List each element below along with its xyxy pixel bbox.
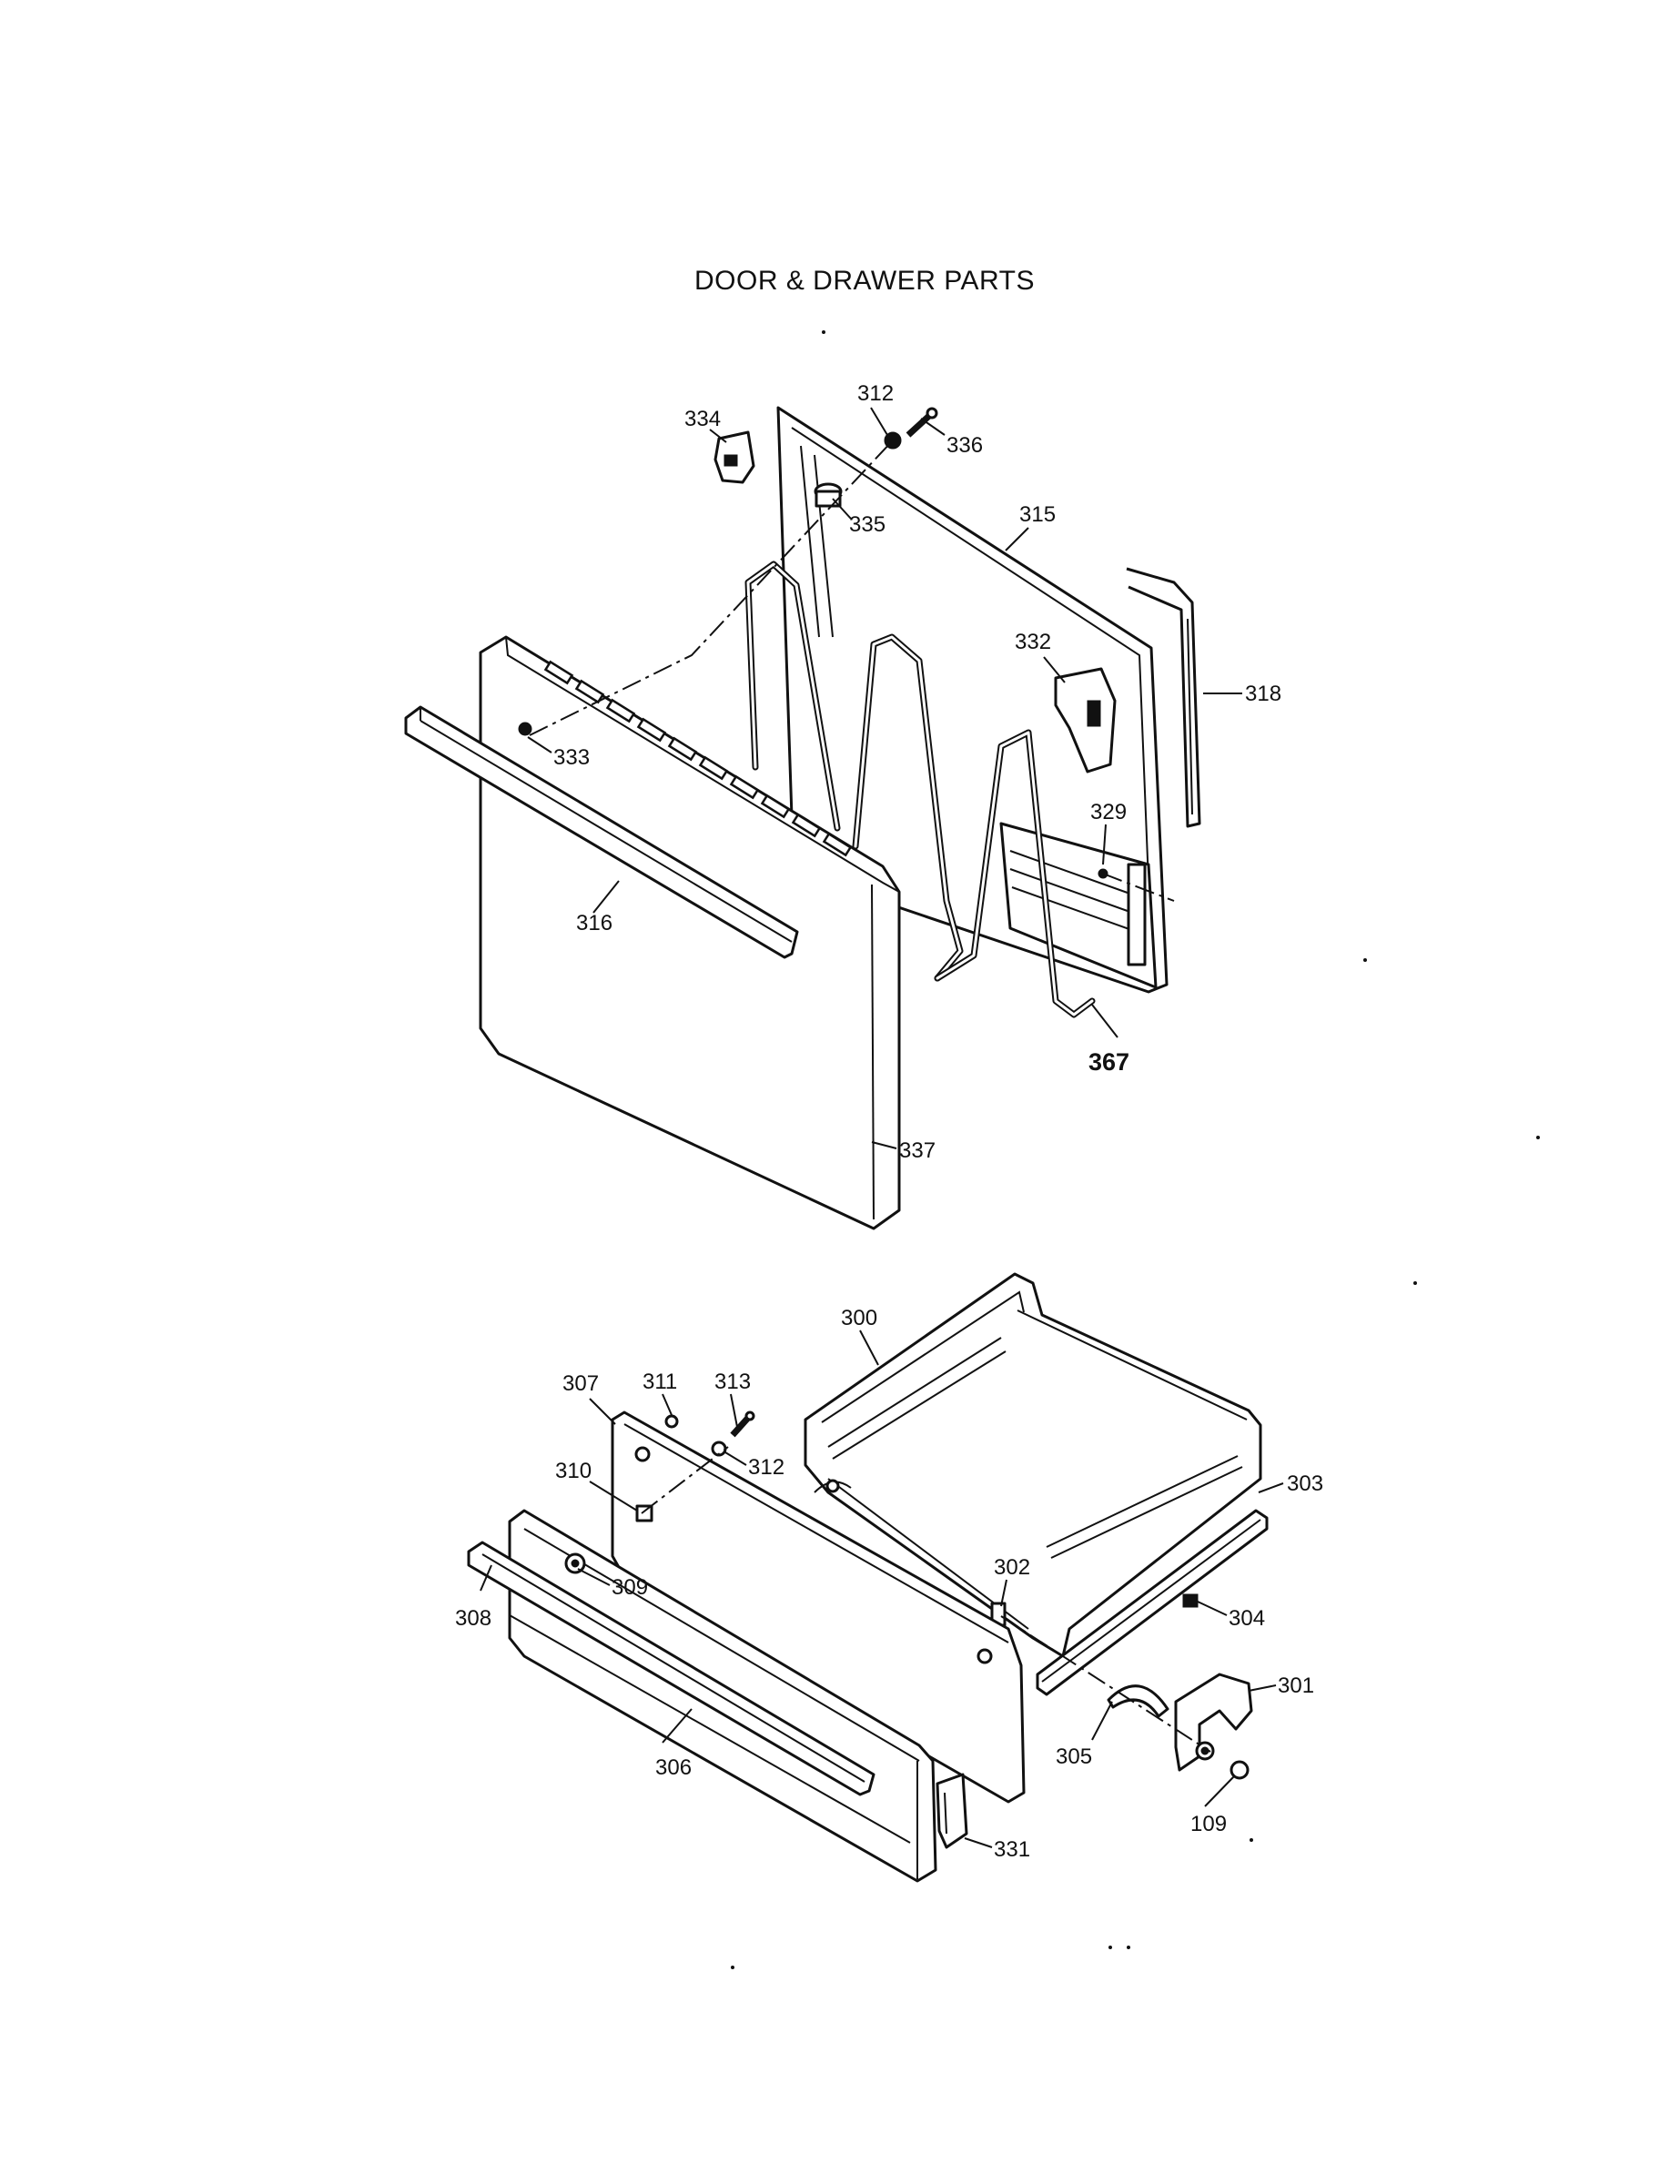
screw-hole-333 (518, 722, 532, 736)
label-329: 329 (1090, 800, 1127, 824)
label-367: 367 (1088, 1048, 1129, 1076)
drawer-handle-308 (467, 1541, 875, 1796)
label-332: 332 (1015, 630, 1051, 654)
label-306: 306 (655, 1755, 692, 1780)
label-316: 316 (576, 911, 612, 935)
part-labels: 334 312 336 335 315 318 332 333 329 316 … (455, 381, 1323, 1862)
label-334: 334 (684, 407, 721, 431)
door-handle-316 (404, 705, 799, 959)
bracket-301 (1174, 1673, 1253, 1772)
nut-109 (1230, 1760, 1250, 1780)
clip-305 (1107, 1684, 1169, 1718)
label-300: 300 (841, 1306, 877, 1330)
label-311: 311 (643, 1370, 677, 1394)
screw-313 (730, 1410, 755, 1438)
label-109: 109 (1190, 1812, 1227, 1836)
label-307: 307 (562, 1371, 599, 1396)
label-333: 333 (553, 745, 590, 770)
label-308: 308 (455, 1606, 491, 1631)
label-304: 304 (1229, 1606, 1265, 1631)
label-312-top: 312 (857, 381, 894, 406)
clip-334 (713, 430, 755, 484)
label-335: 335 (849, 512, 886, 537)
assembly-path-drawer (641, 1446, 729, 1514)
label-310: 310 (555, 1459, 592, 1483)
label-315: 315 (1019, 502, 1056, 527)
label-336: 336 (946, 433, 983, 458)
label-303: 303 (1287, 1471, 1323, 1496)
bracket-331 (936, 1773, 968, 1849)
label-318: 318 (1245, 682, 1281, 706)
label-337: 337 (899, 1138, 936, 1163)
drawer-slide-303 (1036, 1509, 1269, 1696)
label-309: 309 (612, 1575, 648, 1600)
screw-336 (906, 407, 938, 438)
door-gasket-318 (1126, 567, 1201, 828)
spacer-310 (635, 1504, 653, 1522)
label-301: 301 (1278, 1673, 1314, 1698)
bracket-332 (1054, 667, 1117, 774)
assembly-path-301 (1000, 1615, 1211, 1753)
spacer-311 (664, 1414, 679, 1429)
leader-lines (480, 407, 1284, 1848)
label-312-drawer: 312 (748, 1455, 784, 1480)
assembly-path-door (529, 440, 893, 736)
oven-racks-367 (744, 561, 1096, 1018)
label-302: 302 (994, 1555, 1030, 1580)
scan-specks (731, 330, 1540, 1969)
screw-329 (1098, 868, 1108, 879)
label-331: 331 (994, 1837, 1030, 1862)
assembly-path-329 (1102, 873, 1175, 902)
outer-door-337 (479, 635, 901, 1230)
vent-slots (543, 660, 853, 857)
part-304 (1182, 1593, 1199, 1608)
label-313: 313 (714, 1370, 751, 1394)
diagram-title: DOOR & DRAWER PARTS (694, 266, 1035, 296)
label-305: 305 (1056, 1744, 1092, 1769)
